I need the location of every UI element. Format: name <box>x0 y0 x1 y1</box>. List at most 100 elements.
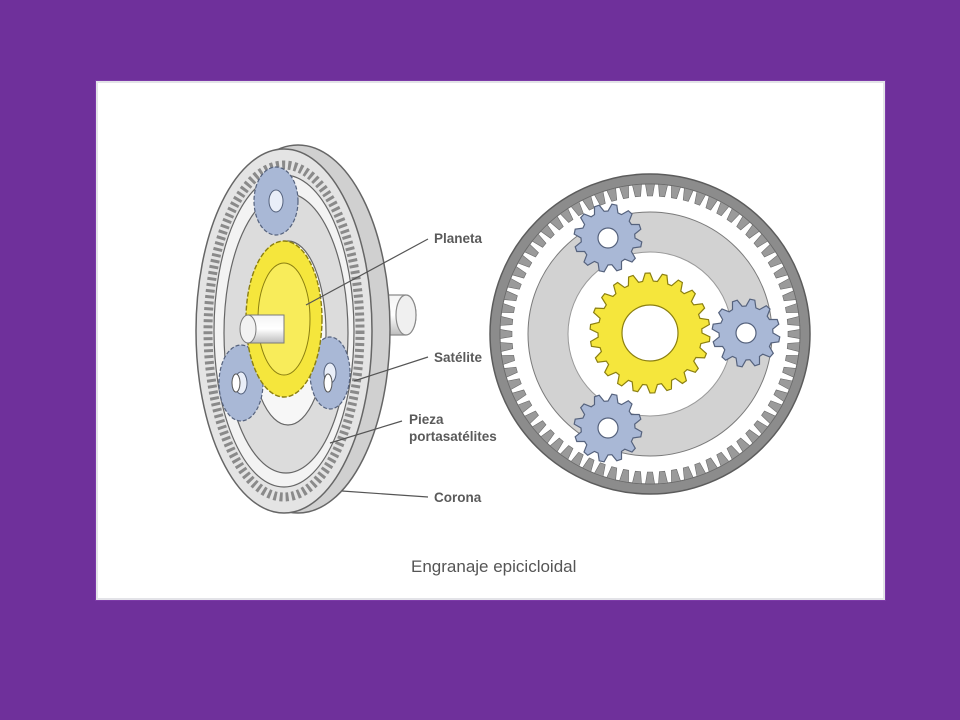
satellite-leader <box>353 356 429 382</box>
carrier-leader <box>329 420 403 444</box>
label-pieza: Pieza <box>409 412 444 427</box>
planet-gear-lower-left <box>573 393 643 463</box>
ring-tooth <box>507 378 522 391</box>
label-corona: Corona <box>434 490 482 505</box>
ring-tooth <box>499 329 513 339</box>
diagram-caption: Engranaje epicicloidal <box>411 557 576 576</box>
ring-tooth <box>570 451 584 467</box>
ring-tooth <box>682 466 694 481</box>
ring-tooth <box>540 429 555 444</box>
ring-tooth <box>645 183 655 197</box>
ring-tooth <box>582 457 595 473</box>
planet-gear-right <box>711 298 781 368</box>
ring-tooth <box>761 410 776 425</box>
ring-tooth <box>785 303 799 313</box>
ring-tooth <box>786 316 801 326</box>
ring-tooth <box>499 316 514 326</box>
figure-card: Planeta Satélite Pieza portasatélites Co… <box>96 81 885 600</box>
ring-tooth <box>645 471 655 485</box>
planetRight-hub-hole <box>735 322 757 344</box>
ring-gear-inner-teeth <box>499 183 801 485</box>
ring-tooth <box>507 277 522 290</box>
ring-tooth <box>524 410 539 425</box>
ring-tooth <box>658 183 668 198</box>
ring-tooth <box>785 355 799 365</box>
ring-tooth <box>716 451 730 467</box>
ring-tooth <box>705 457 718 473</box>
ring-tooth <box>606 466 618 481</box>
ring-tooth <box>767 254 783 268</box>
ring-tooth <box>511 266 527 279</box>
ring-tooth <box>736 215 751 231</box>
ring-tooth <box>705 195 718 211</box>
ring-tooth <box>619 469 629 483</box>
ring-tooth <box>745 429 760 444</box>
perspective-gear-view <box>195 144 417 514</box>
ring-tooth <box>570 201 584 217</box>
ring-tooth <box>619 185 629 199</box>
ring-tooth <box>549 215 564 231</box>
ring-tooth <box>517 254 533 268</box>
carrier-pin-hole-left <box>231 373 241 393</box>
ring-tooth <box>559 445 574 460</box>
ring-tooth <box>531 420 547 435</box>
ring-tooth <box>531 233 547 248</box>
ring-tooth <box>682 187 694 202</box>
ring-tooth <box>773 266 789 279</box>
planet-gear-upper-left <box>573 203 643 273</box>
label-portasatelites: portasatélites <box>409 429 497 444</box>
rear-shaft-end <box>395 294 417 336</box>
ring-tooth <box>559 208 574 223</box>
ring-tooth <box>606 187 618 202</box>
carrier-pin-hole-right <box>323 373 333 393</box>
ring-tooth <box>501 355 515 365</box>
ring-tooth <box>501 303 515 313</box>
planetBottom-hub-hole <box>597 417 619 439</box>
planet-gear-right <box>309 336 351 410</box>
ring-tooth <box>767 400 783 414</box>
ring-tooth <box>694 191 707 206</box>
ring-tooth <box>761 243 776 258</box>
ring-gear-teeth <box>203 160 365 502</box>
callout-lines <box>305 238 429 498</box>
ring-tooth <box>773 389 789 402</box>
ring-tooth <box>511 389 527 402</box>
ring-tooth <box>726 208 741 223</box>
ring-tooth <box>716 201 730 217</box>
ring-tooth <box>786 342 801 352</box>
ring-tooth <box>499 342 514 352</box>
planetTop-hub-hole <box>597 227 619 249</box>
label-planeta: Planeta <box>434 231 483 246</box>
ring-tooth <box>503 366 518 378</box>
label-satelite: Satélite <box>434 350 483 365</box>
sunGear-hub-hole <box>621 304 679 362</box>
ring-tooth <box>524 243 539 258</box>
ring-tooth <box>593 462 606 477</box>
ring-tooth <box>593 191 606 206</box>
ring-tooth <box>778 378 793 391</box>
ring-tooth <box>632 183 642 198</box>
planet-leader <box>305 238 429 306</box>
front-gear-view <box>489 173 811 495</box>
ring-tooth <box>540 224 555 239</box>
ring-tooth <box>778 277 793 290</box>
ring-tooth <box>753 233 769 248</box>
ring-tooth <box>632 470 642 485</box>
ring-tooth <box>517 400 533 414</box>
ring-tooth <box>753 420 769 435</box>
ring-tooth <box>736 437 751 453</box>
ring-tooth <box>671 469 681 483</box>
epicyclic-gear-diagram: Planeta Satélite Pieza portasatélites Co… <box>195 144 811 576</box>
front-shaft-end <box>239 314 257 344</box>
planet-gear-top <box>253 166 299 236</box>
ring-tooth <box>549 437 564 453</box>
ring-leader <box>341 490 429 498</box>
sun-gear-front <box>589 272 711 394</box>
ring-tooth <box>503 290 518 302</box>
ring-tooth <box>671 185 681 199</box>
ring-tooth <box>694 462 707 477</box>
ring-tooth <box>745 224 760 239</box>
ring-tooth <box>782 366 797 378</box>
ring-tooth <box>658 470 668 485</box>
ring-tooth <box>782 290 797 302</box>
